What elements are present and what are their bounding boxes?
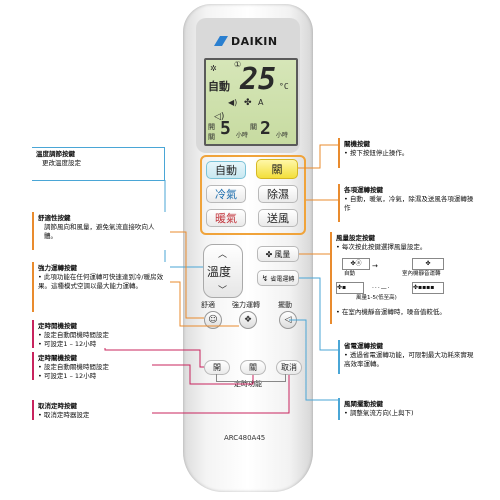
fan-level-dots: ···—· xyxy=(372,285,391,292)
lcd-swing-icon: ◁) xyxy=(214,112,225,122)
callout-mode-title: 各項運轉按鍵 xyxy=(344,186,383,194)
callout-temp-adjust: 溫度調節按鍵 更改溫度設定 xyxy=(32,147,165,181)
timer-on-button[interactable]: 開 xyxy=(204,360,230,375)
lcd-mode: 自動 xyxy=(208,80,230,93)
swing-button[interactable]: ◁ xyxy=(279,311,297,329)
callout-fan-title: 風量設定按鍵 xyxy=(336,234,375,242)
powerful-icon: ❖ xyxy=(243,315,253,325)
mode-buttons-frame xyxy=(200,155,306,235)
swing-icon: ◁ xyxy=(284,315,292,325)
lcd-unit: °C xyxy=(279,82,289,91)
callout-power-title: 關機按鍵 xyxy=(344,140,370,148)
fan-quiet-box: ✤ xyxy=(412,258,444,270)
callout-cancel-timer-line1: 取消定時器設定 xyxy=(38,411,148,420)
callout-mode: 各項運轉按鍵 自動，暖氣，冷氣，除濕及送風各項運轉操作 xyxy=(338,184,478,222)
fan-only-button[interactable]: 送風 xyxy=(258,209,298,227)
callout-econo-title: 省電運轉按鍵 xyxy=(344,342,383,350)
lcd-sound-icon: ◀) xyxy=(228,98,238,107)
callout-powerful-text: 此項功能在任何運轉可快速達到冷/暖房效果。這種模式空調以最大能力運轉。 xyxy=(38,273,166,291)
fan-quiet-label: 室內機靜音運轉 xyxy=(402,271,441,277)
temperature-rocker[interactable]: ︿ 溫度 ﹀ xyxy=(203,244,243,298)
callout-econo-text: 透過省電運轉功能，可限制最大功耗來實現高效率運轉。 xyxy=(344,351,474,369)
fan-speed-button[interactable]: ✤風量 xyxy=(257,246,299,262)
lcd-timer-unit-2: 小時 xyxy=(276,132,289,139)
callout-cancel-timer: 取消定時按鍵 取消定時器設定 xyxy=(32,400,152,420)
fan-arrow-right-icon: → xyxy=(372,262,378,270)
econo-icon: ↯ xyxy=(261,273,269,283)
callout-swing: 風閘擺動按鍵 調整氣流方向(上與下) xyxy=(338,398,478,420)
powerful-button[interactable]: ❖ xyxy=(239,311,257,329)
power-off-button[interactable]: 關 xyxy=(256,159,298,179)
heat-button[interactable]: 暖氣 xyxy=(206,209,246,227)
callout-fan-text: 每次按此按鍵選擇風量設定。 xyxy=(336,243,476,252)
comfort-label: 舒適 xyxy=(201,301,215,309)
fan-levels-label: 風量1-5(低至高) xyxy=(356,295,397,301)
callout-off-timer-line1: 設定自動關機時間設定 xyxy=(38,363,148,372)
lcd-fan-icon: ✲ xyxy=(210,64,217,73)
timer-cancel-button[interactable]: 取消 xyxy=(276,360,302,375)
callout-on-timer-line1: 設定自動開機時間設定 xyxy=(38,331,148,340)
cool-button[interactable]: 冷氣 xyxy=(206,185,246,203)
callout-temp-adjust-title: 溫度調節按鍵 xyxy=(36,150,75,158)
lcd-screen: ① 自動 25 °C ✲ ◀) ✤ A ◁) 開 關 5 小時 關 2 小時 xyxy=(204,58,298,146)
callout-power: 關機按鍵 按下按鈕停止操作。 xyxy=(338,138,478,168)
timer-off-button[interactable]: 關 xyxy=(240,360,266,375)
timer-group-bracket xyxy=(216,374,286,382)
callout-mode-text: 自動，暖氣，冷氣，除濕及送風各項運轉操作 xyxy=(344,195,474,213)
callout-off-timer-title: 定時關機按鍵 xyxy=(38,354,77,362)
econo-button[interactable]: ↯省電運轉 xyxy=(257,270,299,286)
temp-down-icon[interactable]: ﹀ xyxy=(218,286,228,296)
callout-comfort-title: 舒適性按鍵 xyxy=(38,214,71,222)
fan-speed-label: 風量 xyxy=(274,249,291,259)
callout-swing-title: 風閘擺動按鍵 xyxy=(344,400,383,408)
callout-fan-note: 在室內機靜音運轉時，噪音值較低。 xyxy=(336,308,446,317)
lcd-auto-fan-icon: A xyxy=(258,98,264,107)
callout-powerful: 強力運轉按鍵 此項功能在任何運轉可快速達到冷/暖房效果。這種模式空調以最大能力運… xyxy=(32,262,170,312)
swing-label: 擺動 xyxy=(278,301,292,309)
fan-auto-box: ✤ⓐ xyxy=(342,258,370,270)
lcd-timer-on-value: 5 xyxy=(220,118,231,139)
lcd-on-label: 開 xyxy=(208,123,215,131)
auto-button[interactable]: 自動 xyxy=(206,161,246,179)
temp-up-icon[interactable]: ︿ xyxy=(218,250,228,260)
daikin-logo-icon xyxy=(214,36,228,46)
callout-comfort: 舒適性按鍵 調節風向和風量，避免氣流直接吹向人體。 xyxy=(32,212,170,250)
model-number: ARC480A45 xyxy=(224,434,266,442)
fan-auto-label: 自動 xyxy=(344,271,356,277)
econo-label: 省電運轉 xyxy=(270,275,295,283)
callout-swing-text: 調整氣流方向(上與下) xyxy=(344,409,474,418)
callout-fan: 風量設定按鍵 每次按此按鍵選擇風量設定。 ✤ⓐ 自動 ✤ 室內機靜音運轉 → ✤… xyxy=(330,232,480,324)
callout-power-text: 按下按鈕停止操作。 xyxy=(344,149,474,158)
callout-off-timer-line2: 可設定1 – 12小時 xyxy=(38,372,148,381)
callout-on-timer: 定時開機按鍵 設定自動開機時間設定 可設定1 – 12小時 xyxy=(32,320,152,348)
callout-on-timer-line2: 可設定1 – 12小時 xyxy=(38,340,148,349)
callout-off-timer: 定時關機按鍵 設定自動關機時間設定 可設定1 – 12小時 xyxy=(32,352,152,380)
brand-name: DAIKIN xyxy=(231,34,278,48)
callout-temp-adjust-text: 更改溫度設定 xyxy=(42,159,81,167)
dry-button[interactable]: 除濕 xyxy=(258,185,298,203)
callout-cancel-timer-title: 取消定時按鍵 xyxy=(38,402,77,410)
lcd-temperature: 25 xyxy=(240,62,277,97)
comfort-button[interactable]: ☺ xyxy=(204,311,222,329)
callout-powerful-title: 強力運轉按鍵 xyxy=(38,264,77,272)
lcd-indicator: ① xyxy=(234,60,242,69)
powerful-label: 強力運轉 xyxy=(232,301,260,309)
person-icon: ☺ xyxy=(208,315,218,325)
callout-comfort-text: 調節風向和風量，避免氣流直接吹向人體。 xyxy=(44,223,155,240)
brand-logo: DAIKIN xyxy=(214,34,284,48)
lcd-off-label: 關 xyxy=(208,133,215,141)
fan-speed-icon: ✤ xyxy=(265,249,273,259)
lcd-timer-off-value: 2 xyxy=(260,118,271,139)
temp-label: 溫度 xyxy=(207,265,232,279)
fan-level-high-box: ✤▪▪▪▪ xyxy=(412,282,444,294)
lcd-off-label-2: 關 xyxy=(250,123,257,131)
callout-on-timer-title: 定時開機按鍵 xyxy=(38,322,77,330)
lcd-timer-unit-1: 小時 xyxy=(236,132,249,139)
fan-level-low-box: ✤▪ xyxy=(336,282,364,294)
callout-econo: 省電運轉按鍵 透過省電運轉功能，可限制最大功耗來實現高效率運轉。 xyxy=(338,340,478,374)
lcd-fan-blade-icon: ✤ xyxy=(244,98,252,108)
